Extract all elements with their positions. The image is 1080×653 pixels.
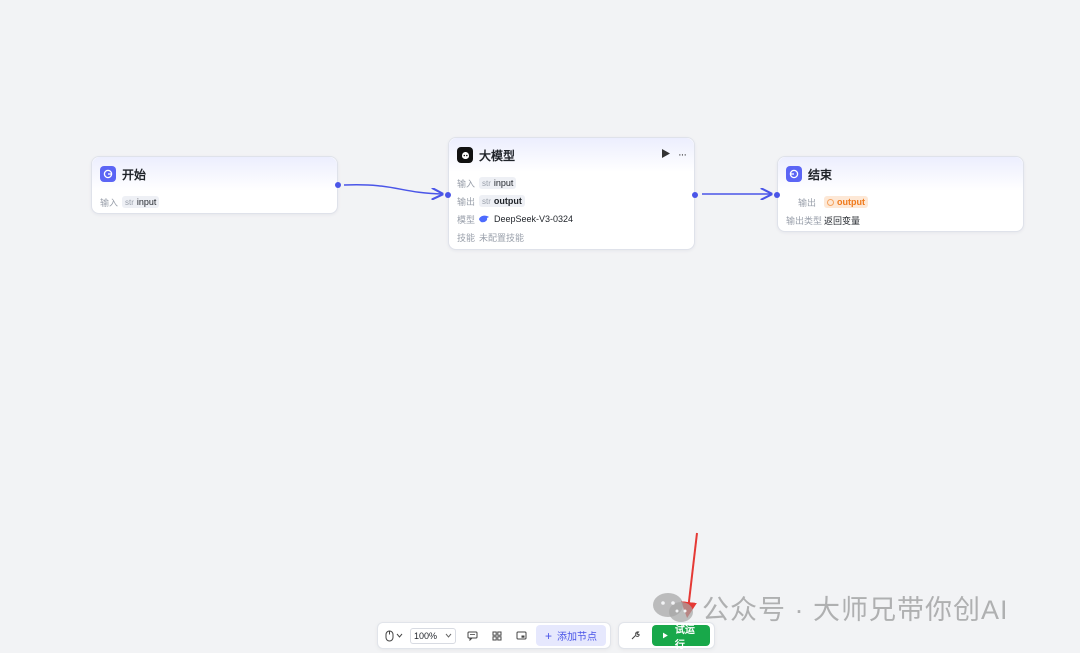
end-node-title: 结束 (808, 167, 833, 182)
start-output-port[interactable] (335, 182, 341, 188)
zoom-value: 100% (414, 630, 438, 641)
comment-button[interactable] (464, 626, 481, 646)
more-icon[interactable]: ··· (678, 149, 687, 161)
play-icon (663, 632, 668, 639)
mouse-mode-button[interactable] (382, 626, 406, 646)
run-node-icon[interactable] (662, 149, 670, 161)
end-node-header: 结束 (778, 157, 1023, 191)
start-icon (100, 166, 116, 182)
variable-circle-icon (827, 198, 834, 206)
llm-input-row: 输入 str input (457, 174, 686, 192)
watermark: 公众号 · 大师兄带你创AI (652, 588, 1009, 627)
llm-model-row: 模型 DeepSeek-V3-0324 (457, 214, 574, 225)
end-input-port[interactable] (774, 192, 780, 198)
minimap-icon (516, 631, 527, 639)
start-input-row: 输入 str input (100, 193, 329, 211)
add-node-button[interactable]: + 添加节点 (536, 625, 607, 646)
end-output-type-row: 输出类型 返回变量 (786, 215, 861, 226)
model-name: DeepSeek-V3-0324 (494, 214, 574, 224)
deepseek-icon (479, 215, 490, 223)
end-icon (786, 166, 802, 182)
output-type-value: 返回变量 (824, 215, 861, 226)
end-output-tag: output (824, 196, 868, 208)
llm-output-tag: str output (479, 195, 525, 207)
test-run-button[interactable]: 试运行 (652, 625, 710, 651)
debug-button[interactable] (627, 626, 644, 646)
wechat-icon (653, 592, 693, 622)
run-toolbar: 试运行 (618, 622, 715, 651)
llm-input-tag: str input (479, 177, 517, 189)
layout-button[interactable] (489, 626, 505, 646)
llm-output-row: 输出 str output (457, 192, 686, 210)
end-output-row: 输出 output (786, 193, 1015, 211)
llm-node-header: 大模型 ··· (449, 138, 694, 172)
end-node[interactable]: 结束 输出 output 输出类型 返回变量 (774, 156, 1024, 232)
input-var-tag: str input (122, 196, 160, 208)
mouse-icon (385, 630, 394, 641)
skill-value: 未配置技能 (479, 232, 525, 243)
zoom-select[interactable]: 100% (410, 627, 456, 644)
minimap-button[interactable] (513, 626, 530, 646)
llm-input-port[interactable] (445, 192, 451, 198)
llm-output-port[interactable] (692, 192, 698, 198)
wrench-icon (631, 631, 640, 640)
comment-icon (467, 631, 478, 641)
start-node-header: 开始 (92, 157, 337, 191)
plus-icon: + (545, 628, 553, 643)
llm-skill-row: 技能 未配置技能 (457, 232, 525, 243)
start-node-title: 开始 (122, 167, 147, 182)
llm-node[interactable]: 大模型 ··· 输入 str input 输出 str output (445, 137, 698, 250)
chevron-down-icon (396, 633, 403, 638)
start-node[interactable]: 开始 输入 str input (91, 156, 341, 214)
edge-start-to-llm (343, 183, 442, 194)
grid-icon (492, 631, 502, 641)
input-label: 输入 (100, 197, 119, 208)
llm-icon (457, 147, 473, 163)
chevron-down-icon (445, 633, 452, 638)
llm-node-title: 大模型 (479, 148, 516, 163)
canvas-toolbar: 100% + 添加节点 (377, 622, 611, 649)
